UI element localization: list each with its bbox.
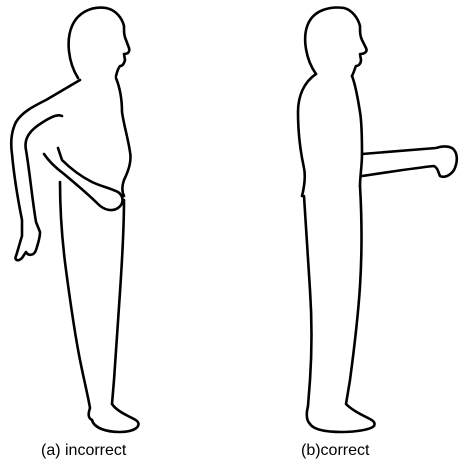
head-outline-b [305,8,366,76]
front-leg-outline-b [346,186,368,418]
shoe-outline-a [92,418,139,432]
back-leg-outline-b [304,196,312,424]
figure-incorrect [11,8,138,432]
figure-correct [298,8,457,432]
forearm-outline-a [44,148,123,210]
bent-arm-outline-a [11,115,62,260]
shoe-outline-b [310,418,375,432]
head-outline-a [69,8,130,78]
caption-incorrect: (a) incorrect [41,441,126,461]
front-torso-outline-b [352,76,362,186]
back-leg-outline-a [60,182,92,420]
caption-correct: (b)correct [301,441,369,461]
front-leg-outline-a [112,200,132,418]
back-outline-a [16,80,80,122]
back-outline-b [298,74,316,196]
front-torso-outline-a [116,78,131,196]
extended-arm-outline-b [362,147,457,177]
